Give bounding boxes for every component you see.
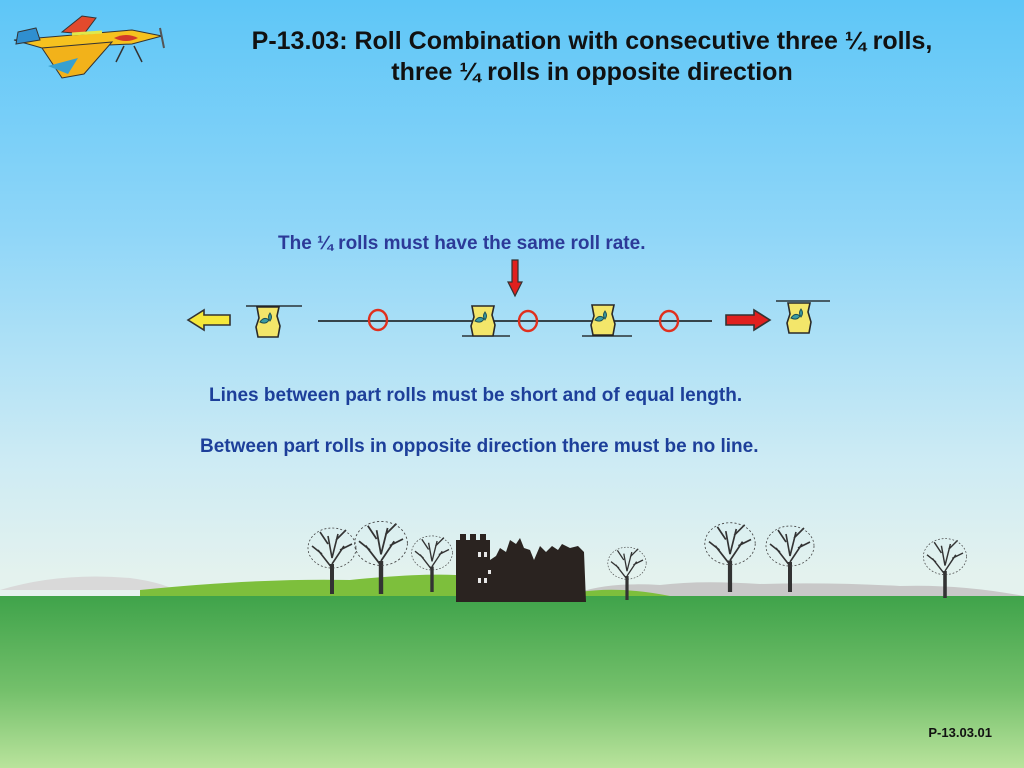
no-line-note: Between part rolls in opposite direction…: [200, 436, 759, 457]
line-length-note: Lines between part rolls must be short a…: [209, 385, 743, 406]
landscape: [0, 574, 1024, 768]
castle-ruin-icon: [456, 534, 586, 602]
entry-arrow-icon: [725, 308, 772, 332]
title-line-2: three ¼ rolls in opposite direction: [391, 58, 793, 86]
airplane-icon: [13, 15, 165, 79]
roll-rate-note: The ¼ rolls must have the same roll rate…: [278, 233, 646, 254]
slide-title: P-13.03: Roll Combination with consecuti…: [160, 26, 1024, 88]
aircraft-attitude-icon: [246, 300, 830, 338]
exit-arrow-icon: [186, 308, 231, 332]
figure-code: P-13.03.01: [928, 725, 992, 740]
roll-marker-icon: [367, 308, 680, 333]
title-line-1: P-13.03: Roll Combination with consecuti…: [251, 27, 933, 55]
roll-rate-arrow-icon: [507, 259, 523, 298]
